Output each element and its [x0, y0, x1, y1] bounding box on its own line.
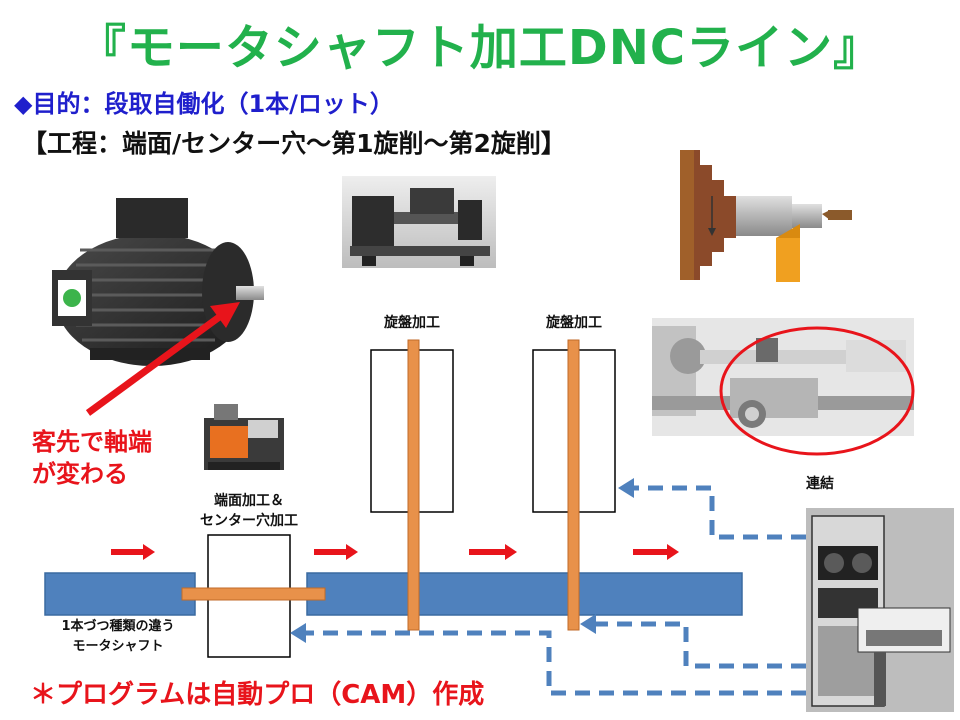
cutting-diagram	[680, 150, 852, 282]
footer-note: ＊プログラムは自動プロ（CAM）作成	[30, 680, 485, 710]
motor-note-line1: 客先で軸端	[32, 428, 152, 456]
station-label-end-face: 端面加工＆ センター穴加工	[186, 491, 312, 531]
station-label-end-face-line2: センター穴加工	[200, 513, 298, 529]
dnc-data-arrowheads	[290, 478, 634, 643]
lathe-photo	[342, 176, 496, 268]
data-line-end-face	[306, 630, 806, 696]
flow-arrow-1	[111, 544, 155, 560]
input-note-line2: モータシャフト	[72, 639, 164, 654]
motor-note-line2: が変わる	[32, 460, 128, 488]
flow-arrow-2	[314, 544, 358, 560]
page-title: 『モータシャフト加工DNCライン』	[77, 20, 883, 76]
motor-pointer-arrow	[85, 302, 240, 416]
purpose-text: ◆目的：段取自働化（1本/ロット）	[14, 90, 394, 118]
shaft-lathe2	[567, 339, 580, 631]
station-label-end-face-line1: 端面加工＆	[214, 493, 284, 509]
end-face-machine-photo	[198, 396, 292, 478]
computer-photo	[806, 508, 954, 712]
motor-photo	[40, 192, 264, 366]
flow-arrow-4	[633, 544, 679, 560]
conveyor-bar-left	[44, 572, 196, 616]
dnc-data-lines	[306, 485, 806, 696]
shaft-lathe1	[407, 339, 420, 631]
station-label-lathe2: 旋盤加工	[546, 315, 602, 331]
lathe-closeup-photo	[652, 318, 915, 456]
flow-arrows	[111, 544, 679, 560]
input-note-line1: 1本づつ種類の違う	[61, 619, 175, 634]
conveyor-bar-right	[306, 572, 743, 616]
motor-note: 客先で軸端 が変わる	[32, 426, 152, 490]
process-text: 【工程：端面/センター穴～第1旋削～第2旋削】	[22, 129, 566, 158]
data-line-lathe2	[634, 485, 806, 540]
input-note: 1本づつ種類の違う モータシャフト	[52, 617, 184, 657]
station-label-lathe1: 旋盤加工	[384, 315, 440, 331]
data-line-lathe1	[596, 621, 806, 669]
link-label: 連結	[806, 476, 834, 492]
shaft-end-face	[181, 587, 326, 601]
flow-arrow-3	[469, 544, 517, 560]
